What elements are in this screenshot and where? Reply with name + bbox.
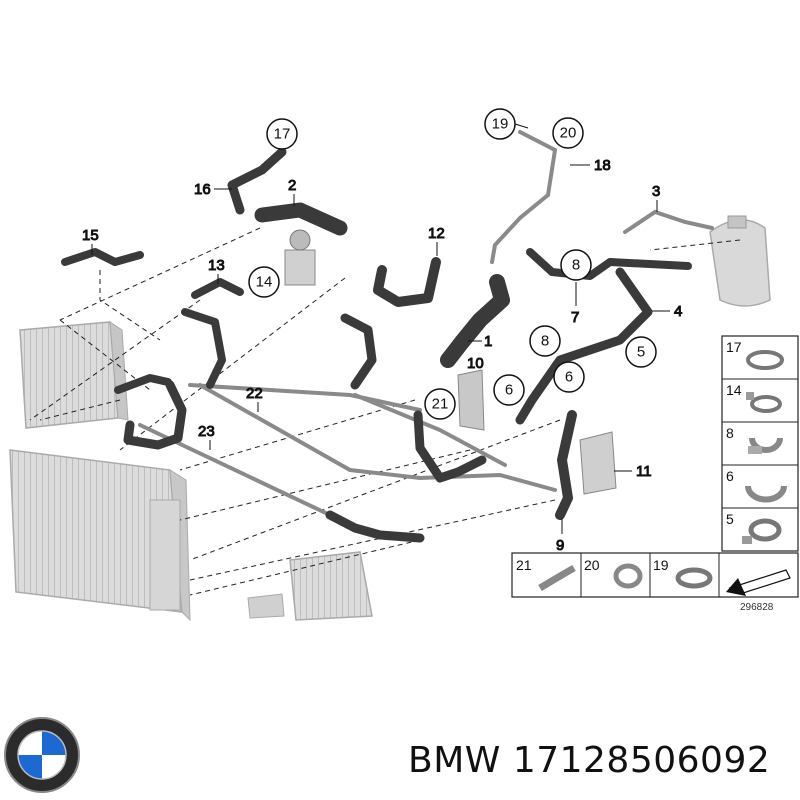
callout-17: 17 [266,118,298,150]
upper-left-heat-exchanger [19,321,129,429]
expansion-tank [709,215,771,307]
callout-4: 4 [674,303,682,320]
callout-12: 12 [428,225,445,242]
clip-6-icon [745,485,787,503]
callout-6b: 6 [493,374,525,406]
svg-text:8: 8 [541,333,549,350]
svg-text:17: 17 [274,126,291,143]
legend-20-label: 20 [584,557,600,573]
brand-part-number-heading: BMW 17128506092 [408,740,770,781]
bracket-11 [579,431,617,495]
svg-text:5: 5 [637,344,645,361]
callout-20: 20 [552,117,584,149]
hose-clamp-17-icon [746,350,784,370]
callout-14: 14 [248,266,280,298]
svg-text:6: 6 [505,382,513,399]
callout-13: 13 [208,257,225,274]
clamp-20-icon [613,563,643,589]
callout-19: 19 [484,108,529,140]
part-number: 17128506092 [512,740,771,781]
callout-1: 1 [484,333,492,350]
circled-callouts: 17 14 20 8 8 5 6 6 21 [248,117,657,420]
callout-7: 7 [571,309,579,326]
callout-9: 9 [556,537,564,554]
callout-15: 15 [82,227,99,244]
rubber-hoses [61,147,692,543]
clip-8-icon [749,437,783,453]
callout-3: 3 [652,183,660,200]
callout-16: 16 [194,181,211,198]
callout-11: 11 [636,463,652,480]
bracket-21-icon [538,564,576,592]
legend-5-label: 5 [726,511,734,527]
legend-17-label: 17 [726,339,742,355]
leader-lines [29,227,741,596]
metal-pipes [138,130,714,517]
bmw-logo [4,717,80,793]
callout-8b: 8 [529,325,561,357]
legend-6-label: 6 [726,468,734,484]
brand-name: BMW [408,740,501,781]
legend-8-label: 8 [726,425,734,441]
lower-heat-exchanger [247,551,373,621]
callout-23: 23 [198,423,215,440]
callout-21: 21 [424,388,456,420]
svg-text:14: 14 [256,274,273,291]
callout-6a: 6 [553,361,585,393]
callout-10: 10 [467,355,484,372]
callout-22: 22 [246,385,263,402]
bottom-legend-panel: 21 20 19 [511,552,799,598]
main-radiator [9,449,191,622]
callout-8a: 8 [560,249,592,281]
svg-text:8: 8 [572,257,580,274]
clamp-legend-panel: 17 14 8 6 5 [721,335,799,552]
direction-arrow-icon [726,569,791,596]
hose-clamp-5-icon [748,518,782,542]
legend-21-label: 21 [516,557,532,573]
diagram-number: 296828 [740,602,774,613]
legend-19-label: 19 [653,557,669,573]
svg-text:6: 6 [565,369,573,386]
hose-clamp-14-icon [750,395,782,413]
plain-callouts: 16 2 15 12 13 18 3 7 4 1 10 22 23 11 9 [82,157,683,555]
clamp-19-icon [675,567,713,589]
svg-text:20: 20 [560,125,577,142]
callout-5: 5 [625,336,657,368]
callout-18: 18 [594,157,611,174]
svg-text:21: 21 [432,396,449,413]
svg-text:19: 19 [492,116,509,133]
callout-2: 2 [288,177,296,194]
legend-14-label: 14 [726,382,742,398]
thermostat-housing [284,229,316,286]
bracket-10 [457,369,485,431]
